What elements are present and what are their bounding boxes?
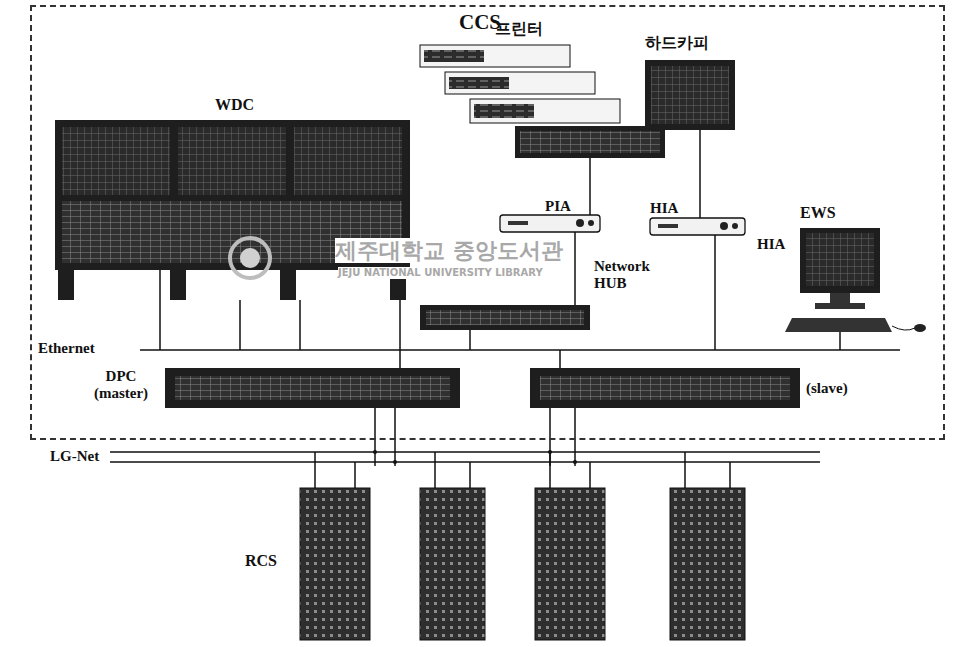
- network-hub: Network HUB: [420, 305, 590, 330]
- rcs-cabinet: RCS: [300, 488, 370, 640]
- bus-label: LG-Net: [50, 448, 99, 465]
- node-label: DPC (master): [82, 368, 160, 403]
- printer-stack: 프린터: [420, 45, 665, 158]
- node-label: RCS: [245, 552, 277, 570]
- node-label: (slave): [806, 380, 848, 397]
- watermark: 제주대학교 중앙도서관: [335, 238, 563, 263]
- node-label: EWS: [800, 204, 836, 222]
- hardcopy-unit: 하드카피: [645, 60, 735, 130]
- connector-line: [574, 232, 576, 305]
- node-label: HIA: [650, 200, 678, 217]
- pia-interface: PIA: [500, 215, 600, 232]
- watermark: JEJU NATIONAL UNIVERSITY LIBRARY: [338, 267, 543, 279]
- ccs-region: CCSWDC프린터하드카피PIAHIAEWSNetwork HUBDPC (ma…: [30, 5, 945, 440]
- hia-interface: HIA: [650, 218, 745, 235]
- dpc-master: DPC (master): [165, 368, 460, 408]
- connector-line: [699, 130, 701, 218]
- node-label: PIA: [545, 198, 571, 215]
- bus-label: Ethernet: [38, 340, 95, 357]
- dpc-slave: (slave): [530, 368, 800, 408]
- node-label: WDC: [215, 96, 254, 114]
- node-label: HIA: [757, 236, 785, 253]
- node-label: 하드카피: [645, 34, 709, 52]
- node-label: 프린터: [495, 20, 543, 38]
- connector-line: [589, 158, 591, 215]
- node-label: Network HUB: [594, 258, 656, 293]
- node-label: CCS: [459, 10, 501, 34]
- ews-workstation: EWS: [783, 225, 925, 335]
